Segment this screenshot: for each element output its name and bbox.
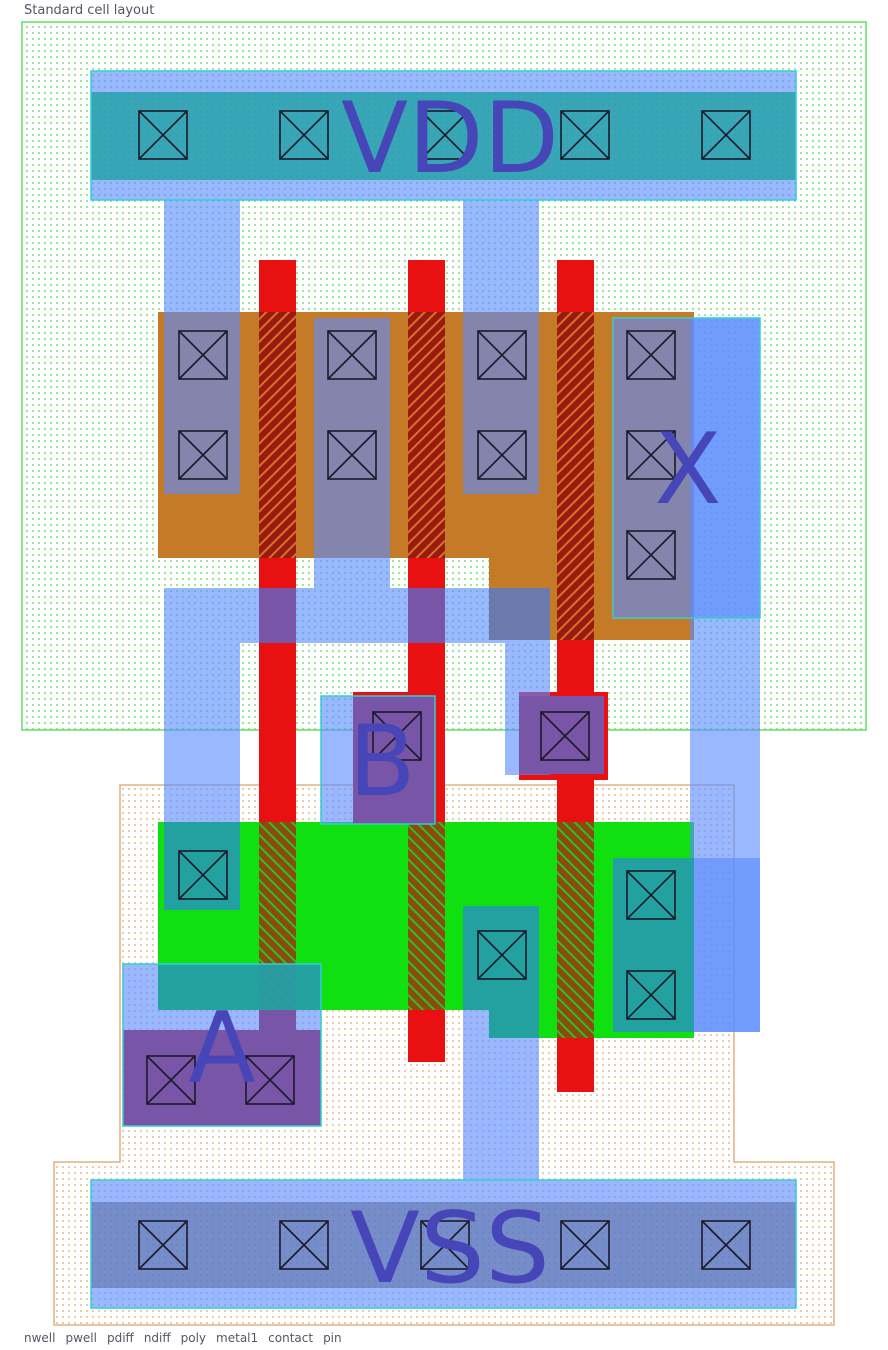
contact-icon (626, 970, 676, 1020)
contact-icon (701, 110, 751, 160)
contact-icon (279, 110, 329, 160)
contact-icon (279, 1220, 329, 1270)
poly-cross-2 (408, 588, 445, 643)
layer-contact: contact (268, 1331, 314, 1345)
contact-icon (540, 711, 590, 761)
layer-legend: nwell pwell pdiff ndiff poly metal1 cont… (24, 1331, 342, 1345)
contact-icon (626, 430, 676, 480)
pmos-gate-2 (408, 312, 445, 558)
contact-icon (420, 110, 470, 160)
nmos-gate-2 (408, 822, 445, 1010)
ndiff-a-tint (158, 964, 321, 1010)
contact-icon (372, 711, 422, 761)
contact-icon (138, 110, 188, 160)
contact-icon (560, 1220, 610, 1270)
contact-icon (626, 530, 676, 580)
pin-a-outline (122, 963, 322, 1127)
contact-icon (477, 430, 527, 480)
contact-icon (701, 1220, 751, 1270)
rail-diff-tint (91, 92, 796, 1288)
poly-3-contact-tint (519, 696, 604, 774)
layer-poly: poly (180, 1331, 207, 1345)
pin-outlines (90, 70, 797, 1309)
layer-nwell: nwell (24, 1331, 56, 1345)
pmos-gate-3 (557, 312, 594, 640)
vdd-strap-1 (164, 200, 240, 494)
contact-icon (420, 1220, 470, 1270)
layer-ndiff: ndiff (143, 1331, 171, 1345)
contact-icon (138, 1220, 188, 1270)
pin-vdd-outline (90, 70, 797, 201)
label-b[interactable]: B (348, 705, 415, 819)
contact-icon (146, 1055, 196, 1105)
ndiff-contact-tint-2 (463, 906, 539, 1038)
pdiff-metal-overlap (489, 588, 550, 640)
contact-icon (626, 870, 676, 920)
layer-pwell: pwell (65, 1331, 97, 1345)
contact-icon (178, 330, 228, 380)
label-vss[interactable]: VSS (350, 1192, 550, 1306)
label-x[interactable]: X (654, 413, 721, 527)
layer-pdiff: pdiff (106, 1331, 134, 1345)
contact-icon (626, 330, 676, 380)
contact-icon (327, 330, 377, 380)
layout-title: Standard cell layout (24, 3, 155, 18)
vdd-strap-2 (463, 200, 539, 494)
poly-cross-1 (259, 588, 296, 643)
label-vdd[interactable]: VDD (341, 82, 559, 196)
layer-pin: pin (323, 1331, 342, 1345)
contact-icon (245, 1055, 295, 1105)
pin-x-outline (612, 317, 761, 619)
poly-a-pad (123, 1030, 321, 1126)
mid-strap-1 (314, 318, 390, 588)
ndiff-contact-tint-1 (164, 822, 240, 910)
nmos-gate-3 (557, 822, 594, 1038)
pin-b-outline (320, 695, 436, 825)
vss-ptap (91, 1202, 796, 1288)
contact-layer (138, 110, 751, 1270)
label-a[interactable]: A (188, 992, 255, 1106)
poly-a-neck (259, 1010, 296, 1030)
contact-icon (477, 330, 527, 380)
contact-icon (560, 110, 610, 160)
ndiff-contact-tint-3 (613, 858, 694, 1032)
layer-metal1: metal1 (216, 1331, 259, 1345)
contact-icon (178, 850, 228, 900)
pmos-gate-1 (259, 312, 296, 558)
pin-vss-outline (90, 1179, 797, 1309)
contact-icon (327, 430, 377, 480)
contact-icon (178, 430, 228, 480)
contact-icon (477, 930, 527, 980)
